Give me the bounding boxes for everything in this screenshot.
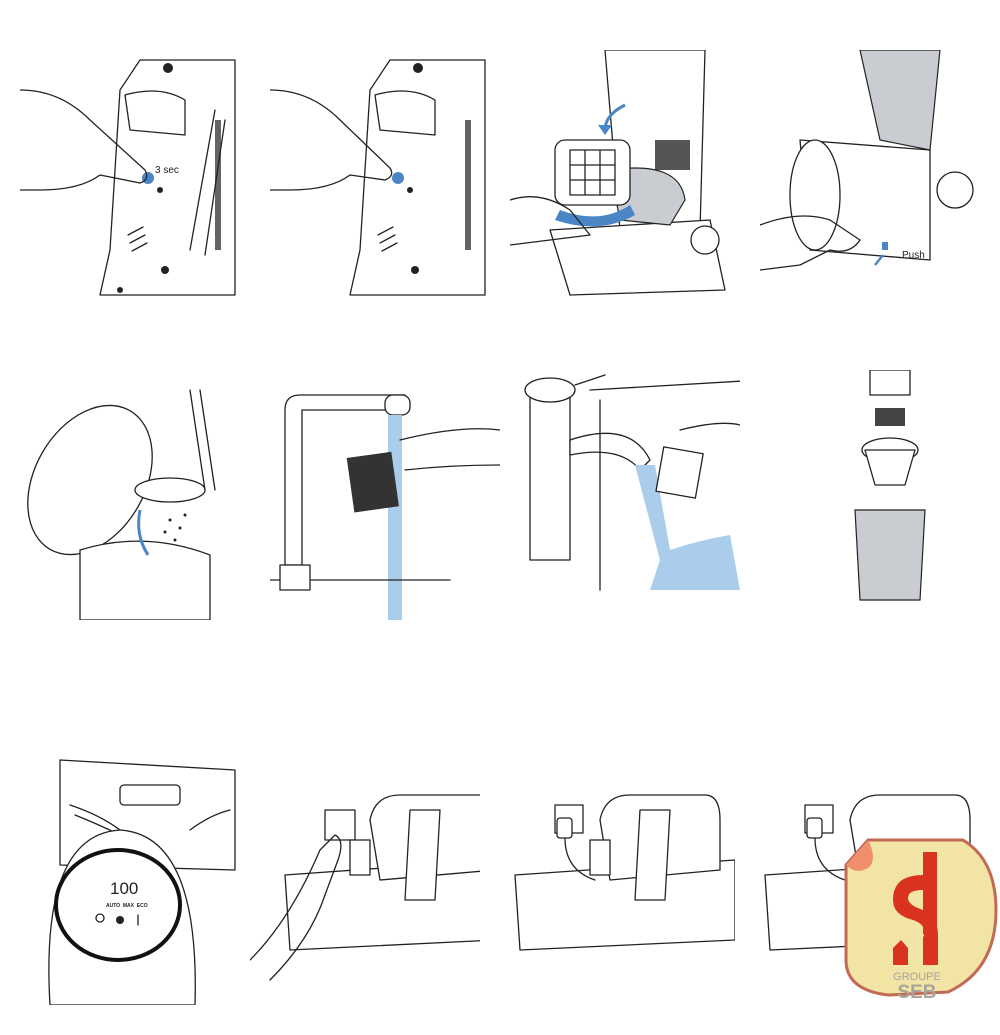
step-7-rinse-holder-illustration xyxy=(510,370,761,620)
groupe-seb-logo-sticker: GROUPE SEB xyxy=(838,830,998,1003)
logo-line2: SEB xyxy=(897,982,936,1000)
step-9-display-screen-illustration: 100 AUTO MAX ECO xyxy=(20,755,250,1006)
logo-line1: GROUPE xyxy=(893,971,941,983)
step-8-reassemble-filter-illustration xyxy=(760,369,990,620)
step-3-remove-filter-illustration xyxy=(509,49,740,300)
battery-level-readout: 100 xyxy=(110,879,139,898)
step-11-dock-plugged-illustration xyxy=(505,780,736,1030)
step-1-press-button-illustration: 3 sec xyxy=(19,50,250,300)
step-4-push-release-illustration: Push xyxy=(759,49,990,300)
duration-label: 3 sec xyxy=(155,165,179,176)
step-5-empty-tank-illustration xyxy=(20,370,250,621)
step-10-plug-dock-illustration xyxy=(249,780,496,1030)
step-6-rinse-filter-illustration xyxy=(269,370,501,620)
mode-labels: AUTO MAX ECO xyxy=(106,903,148,909)
push-label: Push xyxy=(902,250,925,261)
step-2-release-button-illustration xyxy=(269,50,500,300)
